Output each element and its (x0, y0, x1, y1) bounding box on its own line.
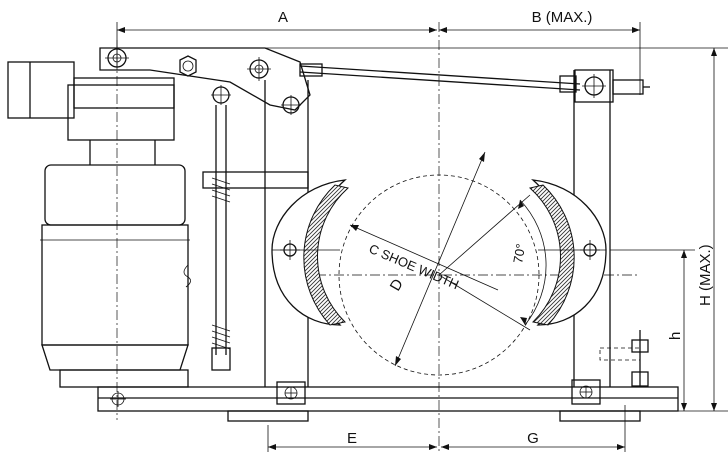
angle-annotation (438, 194, 547, 331)
top-lever (99, 46, 311, 115)
thruster-motor (7, 40, 191, 420)
diameter-d-line (394, 151, 486, 367)
spring-rod (202, 85, 309, 371)
base-plate (97, 386, 679, 422)
dimension-h-max (640, 48, 728, 412)
dimension-e (267, 425, 437, 452)
label-e: E (347, 430, 357, 447)
label-a: A (278, 9, 288, 26)
shoe-width-line (349, 224, 499, 291)
tie-rod (299, 63, 650, 103)
label-d: D (387, 276, 407, 294)
dimension-g (441, 405, 626, 452)
left-brake-shoe (271, 179, 350, 326)
dimension-b (439, 22, 641, 95)
adjusting-bolt (599, 330, 649, 387)
label-h-max: H (MAX.) (697, 244, 714, 306)
dimension-a (116, 22, 437, 60)
dimension-h (610, 249, 695, 411)
label-c-shoe-width: C SHOE WIDTH (367, 241, 461, 292)
right-brake-shoe (528, 179, 607, 326)
label-b-max: B (MAX.) (532, 9, 593, 26)
label-h: h (667, 332, 684, 340)
label-angle: 70° (510, 243, 528, 265)
label-g: G (527, 430, 539, 447)
